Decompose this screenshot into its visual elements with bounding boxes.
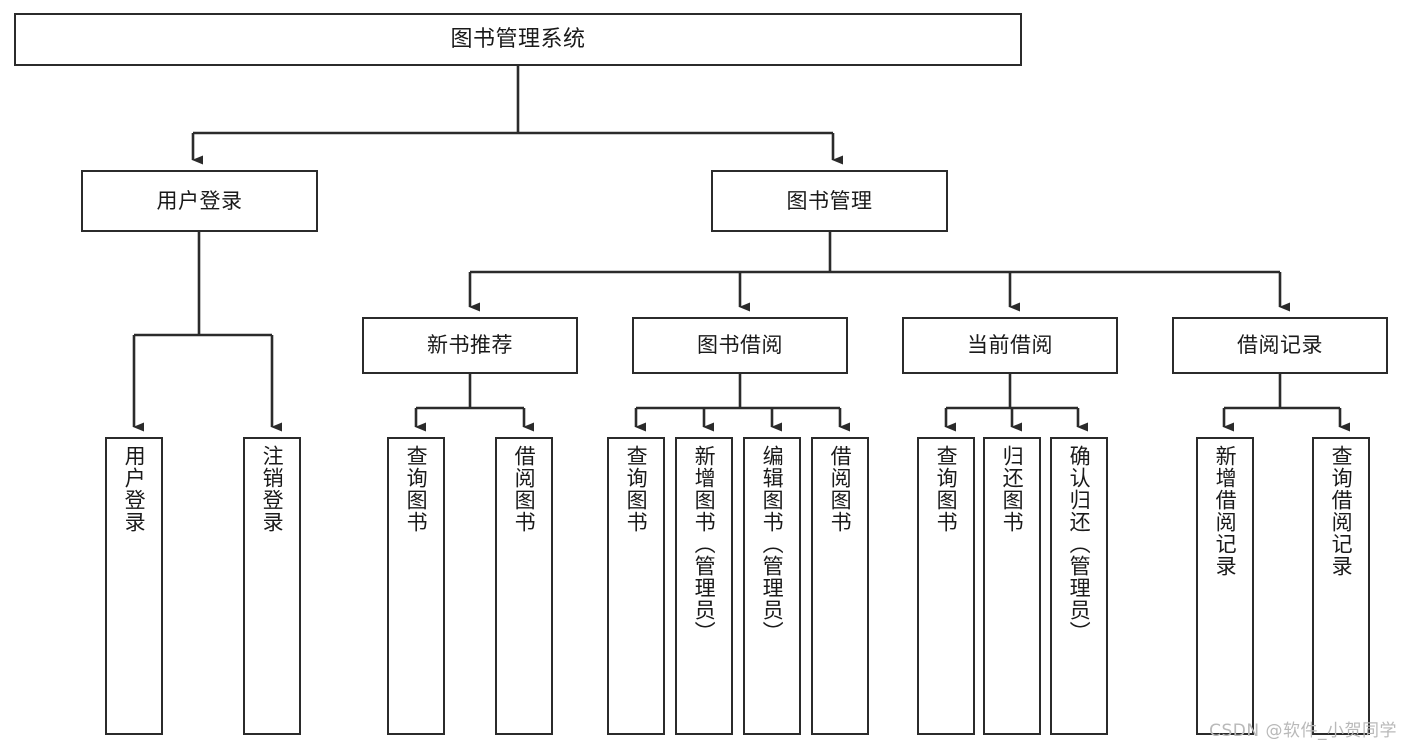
node-label: 借阅记录 (1237, 333, 1323, 358)
node-label: 查询图书 (624, 445, 649, 533)
node-book-borrow[interactable]: 图书借阅 (632, 317, 848, 374)
node-label: 新增借阅记录 (1213, 445, 1238, 577)
node-label: 图书管理 (786, 188, 873, 213)
node-leaf-current-borrow-return[interactable]: 归还图书 (983, 437, 1041, 735)
node-user-login[interactable]: 用户登录 (81, 170, 318, 232)
node-label: 用户登录 (156, 188, 243, 213)
node-book-management[interactable]: 图书管理 (711, 170, 948, 232)
node-borrow-record[interactable]: 借阅记录 (1172, 317, 1388, 374)
node-label: 编辑图书（管理员） (760, 445, 785, 643)
node-leaf-current-borrow-query[interactable]: 查询图书 (917, 437, 975, 735)
watermark: CSDN @软件_小贺同学 (1209, 721, 1397, 741)
node-leaf-user-login-login[interactable]: 用户登录 (105, 437, 163, 735)
node-label: 图书管理系统 (450, 26, 586, 52)
node-leaf-book-borrow-add[interactable]: 新增图书（管理员） (675, 437, 733, 735)
node-label: 新增图书（管理员） (692, 445, 717, 643)
node-leaf-new-book-query[interactable]: 查询图书 (387, 437, 445, 735)
node-label: 新书推荐 (427, 333, 513, 358)
node-current-borrow[interactable]: 当前借阅 (902, 317, 1118, 374)
node-label: 归还图书 (1000, 445, 1025, 533)
node-label: 借阅图书 (512, 445, 537, 533)
node-leaf-book-borrow-edit[interactable]: 编辑图书（管理员） (743, 437, 801, 735)
node-leaf-borrow-record-add[interactable]: 新增借阅记录 (1196, 437, 1254, 735)
node-label: 注销登录 (260, 445, 285, 533)
node-label: 当前借阅 (967, 333, 1053, 358)
node-new-book-recommend[interactable]: 新书推荐 (362, 317, 578, 374)
node-label: 确认归还（管理员） (1067, 445, 1092, 643)
node-leaf-user-login-logout[interactable]: 注销登录 (243, 437, 301, 735)
node-leaf-book-borrow-borrow[interactable]: 借阅图书 (811, 437, 869, 735)
node-root-book-management-system[interactable]: 图书管理系统 (14, 13, 1022, 66)
node-label: 查询图书 (404, 445, 429, 533)
node-label: 用户登录 (122, 445, 147, 533)
node-label: 借阅图书 (828, 445, 853, 533)
node-leaf-new-book-borrow[interactable]: 借阅图书 (495, 437, 553, 735)
node-leaf-borrow-record-query[interactable]: 查询借阅记录 (1312, 437, 1370, 735)
node-label: 查询借阅记录 (1329, 445, 1354, 577)
node-leaf-book-borrow-query[interactable]: 查询图书 (607, 437, 665, 735)
node-label: 图书借阅 (697, 333, 783, 358)
node-label: 查询图书 (934, 445, 959, 533)
node-leaf-current-borrow-confirm-return[interactable]: 确认归还（管理员） (1050, 437, 1108, 735)
